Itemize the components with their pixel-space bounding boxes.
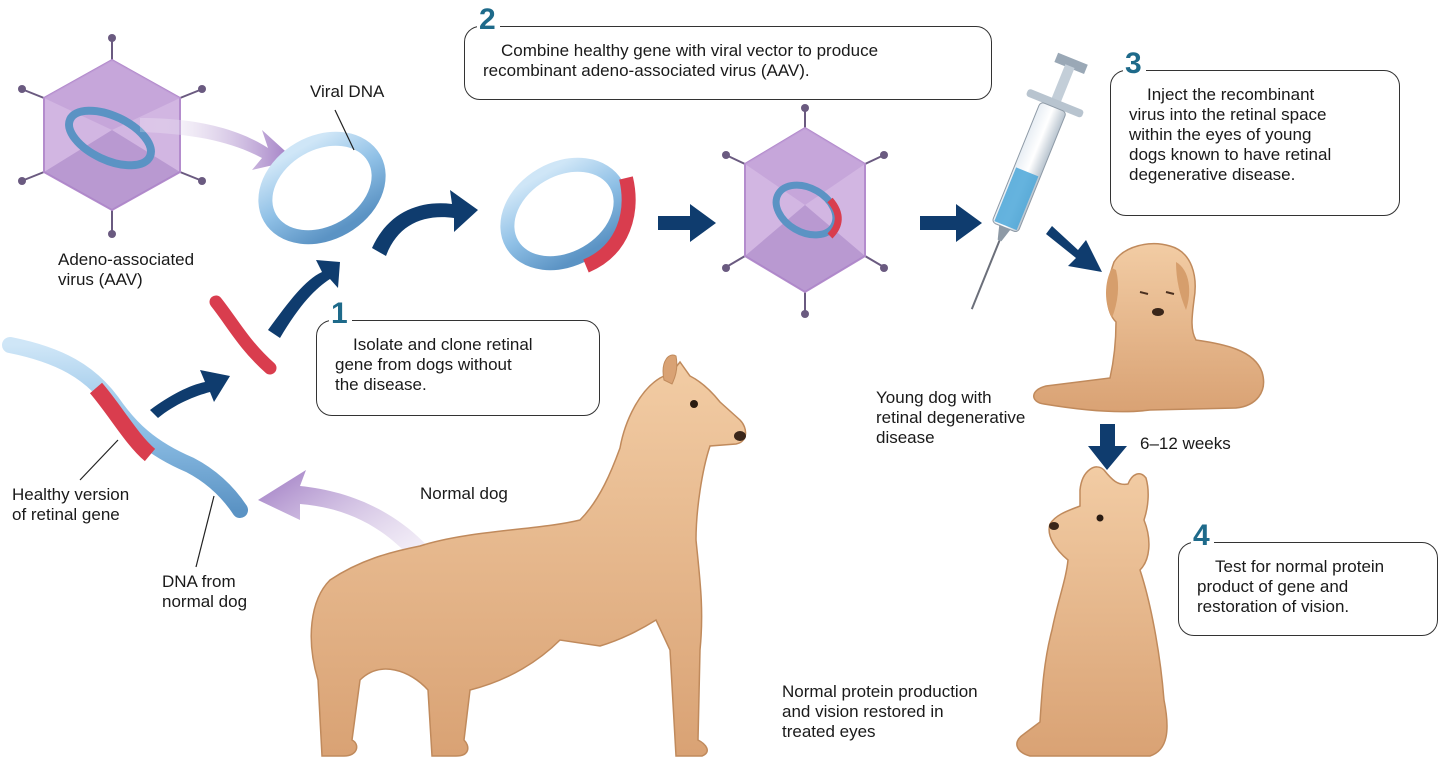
arrow-aav-to-syringe <box>920 204 982 242</box>
step-4-callout: 4 Test for normal protein product of gen… <box>1178 542 1438 636</box>
step-2-number: 2 <box>477 5 500 35</box>
step-4-number: 4 <box>1191 521 1214 551</box>
aav-capsid-icon <box>18 34 206 238</box>
dna-normal-dog-label: DNA from normal dog <box>162 572 247 612</box>
step-3-number: 3 <box>1123 49 1146 79</box>
recombinant-dna-ring-icon <box>490 145 639 283</box>
viral-dna-label: Viral DNA <box>310 82 384 102</box>
step-2-callout: 2 Combine healthy gene with viral vector… <box>464 26 992 100</box>
weeks-label: 6–12 weeks <box>1140 434 1231 454</box>
healthy-gene-label: Healthy version of retinal gene <box>12 485 129 525</box>
normal-dog-label: Normal dog <box>420 484 508 504</box>
aav-label: Adeno-associated virus (AAV) <box>58 250 194 290</box>
recombinant-aav-icon <box>722 104 888 318</box>
treated-dog-icon <box>1017 467 1167 756</box>
arrow-ring-to-aav <box>658 204 716 242</box>
step-1-text: Isolate and clone retinal gene from dogs… <box>335 335 583 395</box>
step-2-text: Combine healthy gene with viral vector t… <box>483 41 975 81</box>
restored-label: Normal protein production and vision res… <box>782 682 978 742</box>
step-1-callout: 1 Isolate and clone retinal gene from do… <box>316 320 600 416</box>
young-dog-icon <box>1034 244 1264 412</box>
arrow-dna-to-fragment <box>150 370 230 418</box>
arrow-6-12-weeks <box>1088 424 1127 470</box>
step-3-text: Inject the recombinant virus into the re… <box>1129 85 1383 185</box>
arrow-combine-curve <box>372 190 478 256</box>
step-4-text: Test for normal protein product of gene … <box>1197 557 1421 617</box>
arrow-syringe-to-dog <box>1046 226 1102 272</box>
step-3-callout: 3 Inject the recombinant virus into the … <box>1110 70 1400 216</box>
step-1-number: 1 <box>329 299 352 329</box>
isolated-gene-fragment-icon <box>216 302 270 368</box>
young-dog-label: Young dog with retinal degenerative dise… <box>876 388 1025 448</box>
